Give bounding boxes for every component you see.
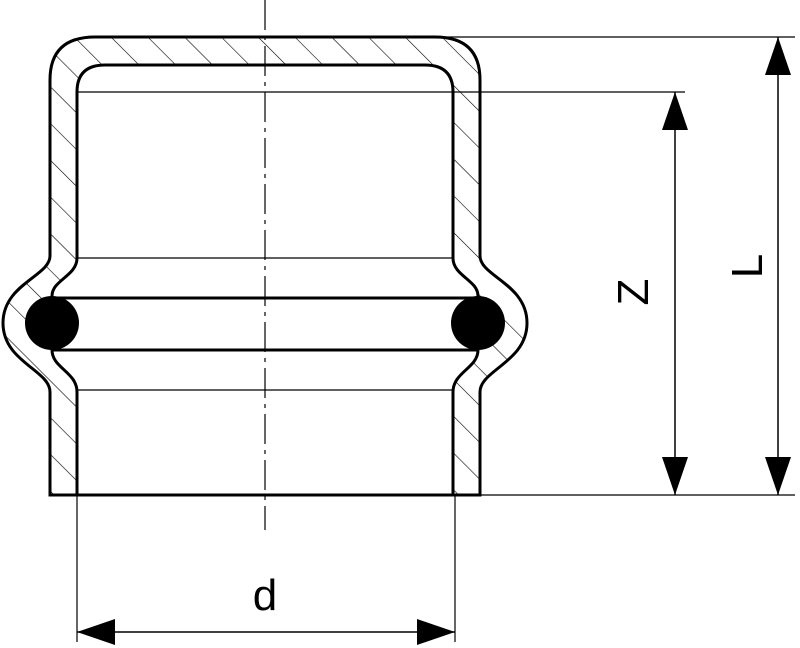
arrow-left-icon [77,619,115,645]
dimension-d [77,619,455,645]
o-ring-left [25,296,79,350]
label-z: Z [609,279,658,306]
arrow-up-icon [662,92,688,130]
label-l: L [723,254,772,278]
dimension-l [765,37,791,495]
label-d: d [253,571,277,620]
arrow-right-icon [417,619,455,645]
arrow-down-icon [765,457,791,495]
arrow-up-icon [765,37,791,75]
o-ring-right [451,296,505,350]
arrow-down-icon [662,457,688,495]
dimension-z [662,92,688,495]
